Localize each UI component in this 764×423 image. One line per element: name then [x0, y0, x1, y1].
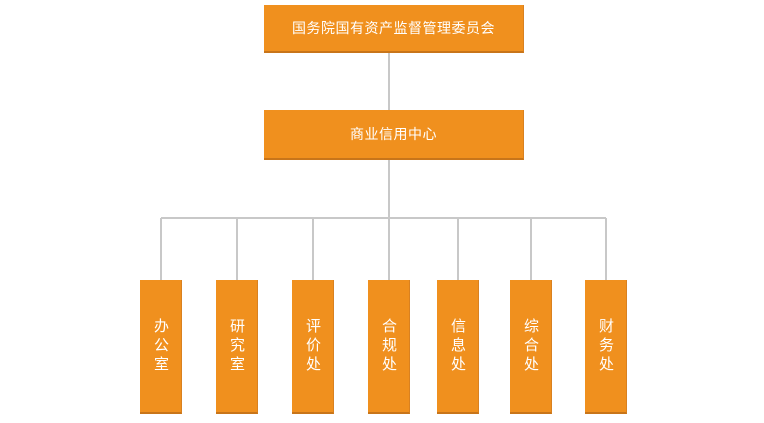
department-label: 综合处	[522, 317, 540, 375]
department-label: 合规处	[380, 317, 398, 375]
department-label: 办公室	[152, 317, 170, 375]
center-node: 商业信用中心	[264, 110, 524, 160]
department-label: 信息处	[449, 317, 467, 375]
department-node-finance: 财务处	[585, 280, 627, 414]
center-node-label: 商业信用中心	[350, 127, 437, 143]
department-node-office: 办公室	[140, 280, 182, 414]
department-node-compliance: 合规处	[368, 280, 410, 414]
root-node-label: 国务院国有资产监督管理委员会	[292, 21, 495, 37]
department-node-general: 综合处	[510, 280, 552, 414]
department-node-information: 信息处	[437, 280, 479, 414]
department-node-research: 研究室	[216, 280, 258, 414]
department-label: 财务处	[597, 317, 615, 375]
department-label: 评价处	[304, 317, 322, 375]
department-node-evaluation: 评价处	[292, 280, 334, 414]
department-label: 研究室	[228, 317, 246, 375]
root-node: 国务院国有资产监督管理委员会	[264, 5, 524, 53]
